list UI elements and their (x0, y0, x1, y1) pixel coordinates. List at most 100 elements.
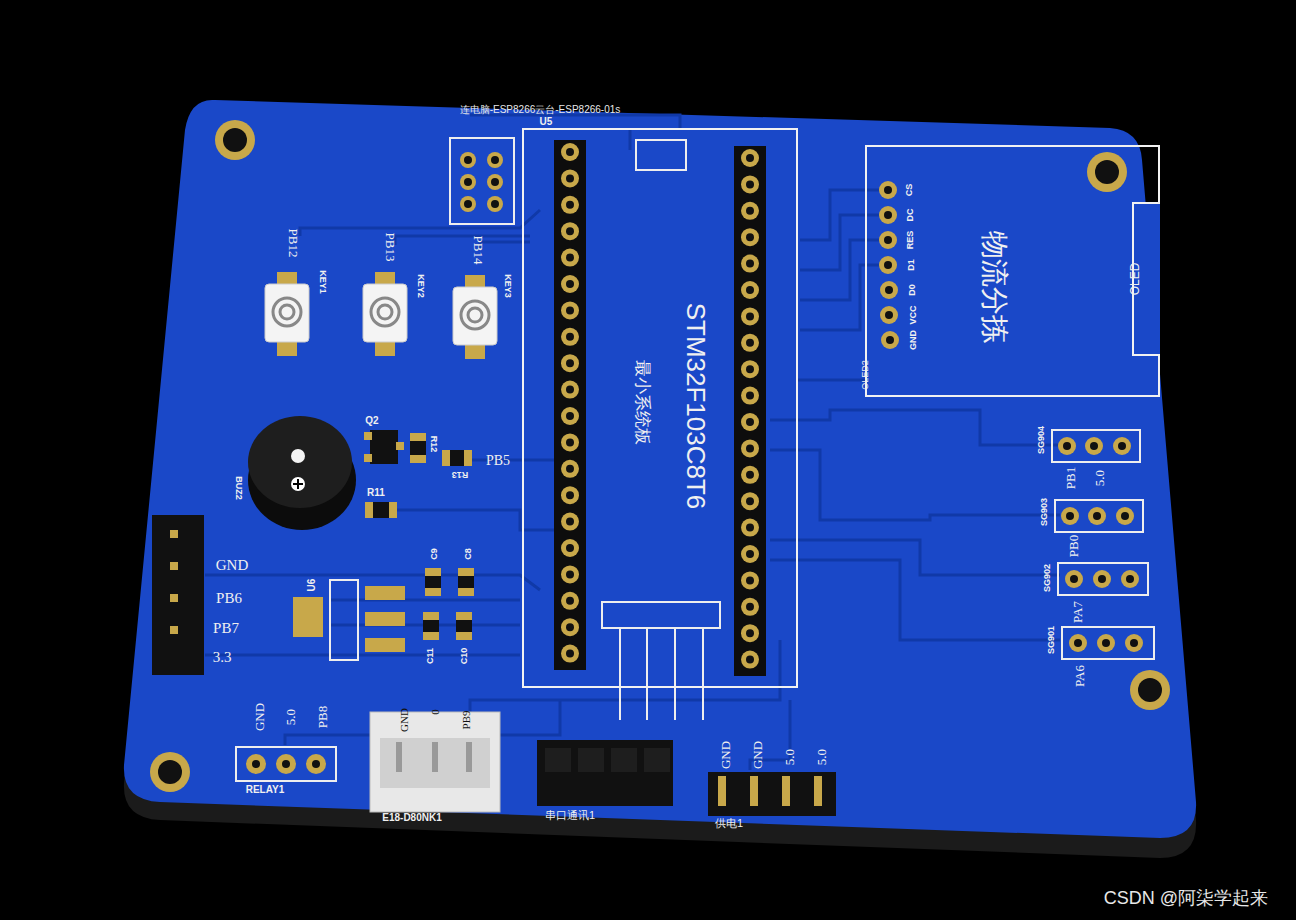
pin-hole (746, 154, 754, 162)
silkscreen-label: RELAY1 (246, 785, 285, 795)
pin-hole (746, 418, 754, 426)
silkscreen-label: DC (906, 209, 915, 222)
pin-hole (566, 491, 574, 499)
pin-hole (746, 286, 754, 294)
silkscreen-label: PB0 (1067, 535, 1080, 557)
silkscreen-label: PB7 (213, 621, 239, 636)
silkscreen-label: C8 (464, 548, 473, 560)
pin-pad (741, 624, 759, 642)
pin-pad (741, 281, 759, 299)
silkscreen-label: 5.0 (1093, 470, 1106, 486)
pin-pad (741, 255, 759, 273)
pin-hole (746, 180, 754, 188)
pin-pad (741, 545, 759, 563)
pin-pad (741, 466, 759, 484)
silkscreen-label: C9 (430, 548, 439, 560)
pin-hole (566, 544, 574, 552)
silkscreen-label: U6 (307, 579, 317, 592)
pin-pad (561, 592, 579, 610)
pin-hole (746, 471, 754, 479)
silkscreen-label: 5.0 (284, 709, 297, 725)
pin-hole (746, 365, 754, 373)
silkscreen-label: GND (719, 741, 732, 769)
silkscreen-label: PB1 (1064, 467, 1077, 489)
uart-side-header (152, 515, 204, 675)
pin-pad (741, 387, 759, 405)
pin-hole (566, 174, 574, 182)
pin-pad (741, 439, 759, 457)
pin-pad (561, 460, 579, 478)
silkscreen-label: KEY1 (318, 270, 327, 294)
silkscreen-label: C10 (460, 648, 469, 665)
pin-pad (741, 307, 759, 325)
pin-hole (746, 603, 754, 611)
silkscreen-label: 0 (430, 709, 441, 715)
relay-header (236, 747, 336, 781)
pin-hole (566, 359, 574, 367)
pin-pad (561, 513, 579, 531)
serial-header (537, 740, 673, 806)
pin-hole (566, 412, 574, 420)
silkscreen-label: E18-D80NK1 (382, 813, 441, 823)
silkscreen-label: D1 (907, 259, 916, 271)
pin-pad (741, 413, 759, 431)
silkscreen-label: R11 (367, 488, 385, 498)
pin-pad (741, 492, 759, 510)
pin-hole (566, 227, 574, 235)
silkscreen-label: PB6 (216, 591, 242, 606)
silkscreen-label: RES (906, 231, 915, 250)
silkscreen-label: 5.0 (783, 749, 796, 765)
pin-pad (561, 328, 579, 346)
pin-pad (561, 275, 579, 293)
pin-hole (566, 570, 574, 578)
pcb-board (124, 100, 1196, 838)
pin-hole (566, 623, 574, 631)
pin-hole (566, 386, 574, 394)
servo-headers (1052, 430, 1154, 659)
pin-hole (566, 254, 574, 262)
silkscreen-label: Q2 (365, 416, 378, 426)
pin-hole (746, 339, 754, 347)
pin-hole (746, 392, 754, 400)
pin-pad (741, 149, 759, 167)
pin-pad (561, 196, 579, 214)
pin-pad (741, 360, 759, 378)
silkscreen-label: 3.3 (213, 650, 232, 665)
silkscreen-label: BUZ2 (234, 476, 243, 500)
silkscreen-label: GND (909, 330, 918, 350)
pin-hole (746, 207, 754, 215)
pin-pad (561, 486, 579, 504)
pin-pad (561, 645, 579, 663)
push-buttons (265, 272, 497, 359)
pin-hole (746, 312, 754, 320)
pin-hole (566, 333, 574, 341)
silkscreen-label: PB13 (384, 233, 397, 262)
pin-pad (561, 169, 579, 187)
pin-pad (561, 407, 579, 425)
silkscreen-label: VCC (909, 305, 918, 324)
pin-hole (566, 465, 574, 473)
silkscreen-label: 供电1 (715, 818, 743, 829)
pin-pad (561, 143, 579, 161)
silkscreen-label: 串口通讯1 (545, 810, 595, 821)
pin-hole (746, 550, 754, 558)
silkscreen-label: R13 (452, 470, 469, 479)
silkscreen-label: PA6 (1073, 665, 1086, 687)
smd-parts (293, 430, 474, 660)
pin-hole (566, 438, 574, 446)
silkscreen-label: PB5 (486, 454, 510, 468)
silkscreen-label: PB8 (316, 706, 329, 728)
pin-pad (741, 202, 759, 220)
node-text: OLED2 (861, 360, 870, 390)
pin-hole (566, 518, 574, 526)
pin-hole (746, 260, 754, 268)
pin-hole (566, 280, 574, 288)
pin-hole (566, 597, 574, 605)
xh-connector (370, 712, 500, 812)
copper-traces (205, 115, 1060, 770)
pin-pad (561, 249, 579, 267)
pin-hole (746, 576, 754, 584)
copper-trace (798, 379, 865, 382)
